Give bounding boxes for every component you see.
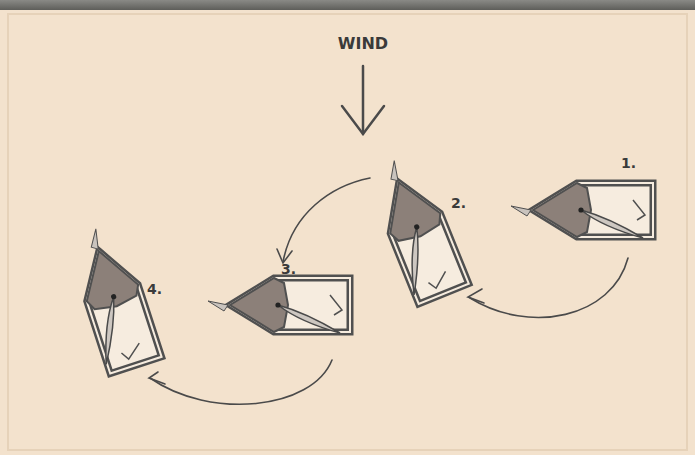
callout-number: 2. xyxy=(451,196,466,210)
boat-3 xyxy=(208,278,350,333)
boat-1 xyxy=(511,183,653,238)
callout-number: 4. xyxy=(147,282,162,296)
wind-arrow xyxy=(342,66,384,134)
boat-2 xyxy=(365,152,469,304)
callout-number: 3. xyxy=(281,262,296,276)
callout-number: 1. xyxy=(621,156,636,170)
wind-label: WIND xyxy=(338,36,388,52)
boat-4 xyxy=(65,222,161,374)
